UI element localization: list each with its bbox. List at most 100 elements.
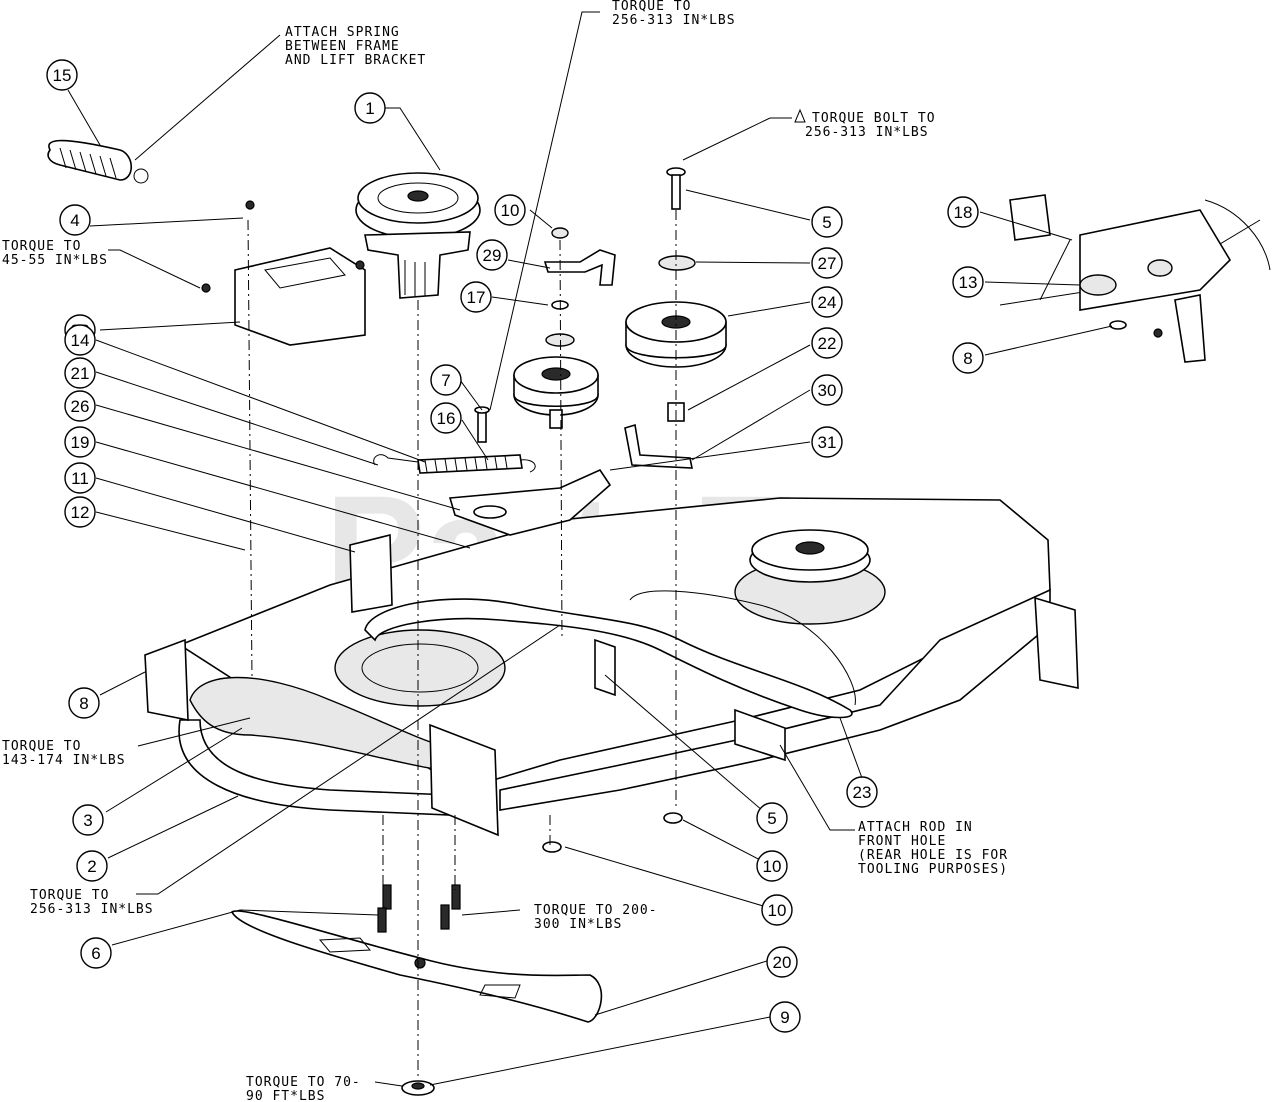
- callout-15: 15: [46, 59, 78, 91]
- svg-text:17: 17: [467, 288, 486, 307]
- callout-10c: 10: [761, 894, 793, 926]
- svg-text:10: 10: [768, 901, 787, 920]
- callout-10a: 10: [494, 194, 526, 226]
- mower-blade: [231, 910, 603, 1023]
- callout-30: 30: [811, 374, 843, 406]
- svg-text:6: 6: [91, 944, 100, 963]
- note-torque-200-2: 300 IN*LBS: [534, 917, 622, 932]
- callout-12: 12: [64, 496, 96, 528]
- note-attach-spring-2: BETWEEN FRAME: [285, 39, 400, 54]
- belt-guide-bracket: [624, 423, 693, 469]
- idler-bracket-hardware: [543, 227, 616, 347]
- note-attach-rod-4: TOOLING PURPOSES): [858, 862, 1008, 877]
- svg-text:2: 2: [87, 857, 96, 876]
- deck-lift-spring: [47, 139, 149, 184]
- svg-text:11: 11: [71, 469, 89, 488]
- callout-16: 16: [430, 402, 462, 434]
- callout-3: 3: [72, 804, 104, 836]
- callout-19: 19: [64, 426, 96, 458]
- callout-26: 26: [64, 390, 96, 422]
- centerline-a: [247, 219, 253, 681]
- svg-text:16: 16: [437, 409, 456, 428]
- spindle-pulley-assembly: [355, 172, 481, 299]
- svg-text:18: 18: [954, 203, 973, 222]
- svg-text:5: 5: [822, 213, 831, 232]
- callout-2: 2: [76, 850, 108, 882]
- svg-text:29: 29: [483, 246, 502, 265]
- callout-9: 9: [769, 1001, 801, 1033]
- svg-text:22: 22: [818, 334, 837, 353]
- note-torque-200-1: TORQUE TO 200-: [534, 903, 658, 918]
- callout-20: 20: [766, 946, 798, 978]
- idler-pulley-right: [625, 255, 727, 422]
- callout-10b: 10: [756, 850, 788, 882]
- callout-22: 22: [811, 327, 843, 359]
- callout-21: 21: [64, 357, 96, 389]
- note-torque-256-2: 256-313 IN*LBS: [30, 902, 154, 917]
- note-torque-top-1: TORQUE TO: [612, 0, 691, 14]
- svg-text:4: 4: [70, 211, 79, 230]
- svg-text:9: 9: [780, 1008, 789, 1027]
- callout-27: 27: [811, 247, 843, 279]
- flange-nut-center: [542, 841, 562, 853]
- note-attach-rod-3: (REAR HOLE IS FOR: [858, 848, 1008, 863]
- svg-text:5: 5: [767, 809, 776, 828]
- callout-24: 24: [811, 286, 843, 318]
- note-torque-143-1: TORQUE TO: [2, 739, 81, 754]
- svg-text:10: 10: [763, 857, 782, 876]
- callout-5a: 5: [811, 206, 843, 238]
- annotation-notes: ATTACH SPRING BETWEEN FRAME AND LIFT BRA…: [2, 0, 1008, 1102]
- note-torque-bolt-1: TORQUE BOLT TO: [812, 111, 936, 126]
- callout-6: 6: [80, 937, 112, 969]
- note-attach-spring-3: AND LIFT BRACKET: [285, 53, 426, 68]
- callout-7: 7: [430, 364, 462, 396]
- callout-18: 18: [947, 196, 979, 228]
- idler-spring-hardware: [373, 406, 536, 474]
- callout-5b: 5: [756, 802, 788, 834]
- note-torque-70-2: 90 FT*LBS: [246, 1089, 325, 1102]
- note-torque-45-1: TORQUE TO: [2, 239, 81, 254]
- svg-text:21: 21: [71, 364, 90, 383]
- callout-13: 13: [952, 266, 984, 298]
- svg-text:8: 8: [79, 694, 88, 713]
- callout-1: 1: [354, 92, 386, 124]
- svg-text:14: 14: [71, 331, 90, 350]
- callout-23: 23: [846, 776, 878, 808]
- svg-text:7: 7: [441, 371, 450, 390]
- callout-8b: 8: [952, 342, 984, 374]
- note-attach-rod-1: ATTACH ROD IN: [858, 820, 973, 835]
- svg-text:8: 8: [963, 349, 972, 368]
- note-attach-spring-1: ATTACH SPRING: [285, 25, 400, 40]
- svg-text:31: 31: [818, 433, 837, 452]
- spindle-mount-bolts: [377, 884, 461, 933]
- svg-text:30: 30: [818, 381, 837, 400]
- callout-31: 31: [811, 426, 843, 458]
- svg-text:13: 13: [959, 273, 978, 292]
- svg-text:3: 3: [83, 811, 92, 830]
- callout-4: 4: [59, 204, 91, 236]
- centerline-c: [559, 239, 563, 641]
- note-torque-70-1: TORQUE TO 70-: [246, 1075, 361, 1090]
- flange-nut-right: [663, 812, 683, 824]
- svg-text:19: 19: [71, 433, 90, 452]
- callout-bubbles: 15 1 4 28 14 21 26 19 11 12 8 3 2 6 10 2…: [46, 59, 984, 1033]
- svg-text:15: 15: [53, 66, 72, 85]
- svg-text:10: 10: [501, 201, 520, 220]
- callout-29: 29: [476, 239, 508, 271]
- callout-8a: 8: [68, 687, 100, 719]
- mower-deck-shell: [144, 468, 1079, 837]
- svg-text:27: 27: [818, 254, 837, 273]
- svg-text:1: 1: [365, 99, 374, 118]
- note-torque-256-1: TORQUE TO: [30, 888, 109, 903]
- callout-14: 14: [64, 324, 96, 356]
- spindle-cover-bracket: [201, 200, 366, 346]
- svg-text:26: 26: [71, 397, 90, 416]
- note-torque-45-2: 45-55 IN*LBS: [2, 253, 108, 268]
- note-torque-bolt-2: 256-313 IN*LBS: [805, 125, 929, 140]
- callout-11: 11: [64, 462, 96, 494]
- svg-text:24: 24: [818, 293, 837, 312]
- svg-text:23: 23: [853, 783, 872, 802]
- inset-detail-view: [999, 194, 1271, 363]
- triangle-icon: [794, 108, 806, 123]
